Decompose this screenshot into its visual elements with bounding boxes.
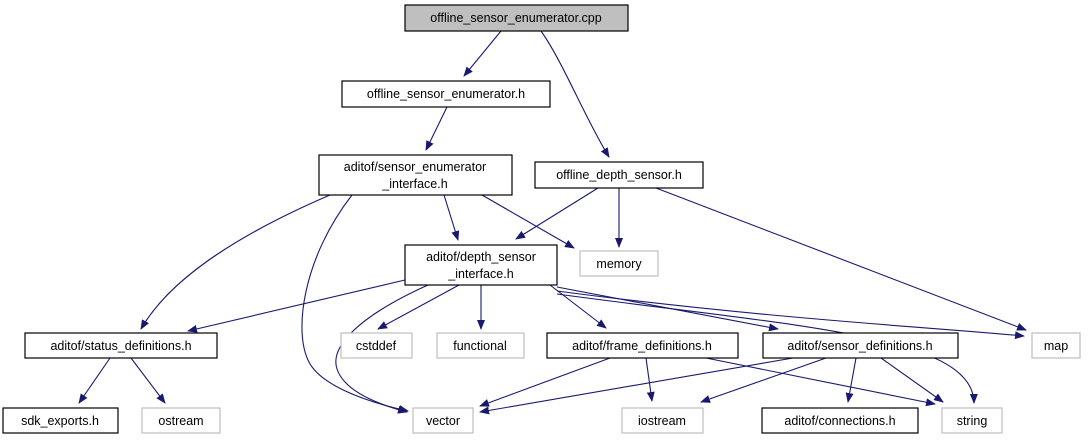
- node-box[interactable]: [318, 154, 513, 196]
- node-label: vector: [426, 414, 460, 428]
- edge-sensor-definitions-to-iostream: [700, 357, 827, 403]
- node-ostream: ostream: [141, 407, 221, 434]
- node-label: ostream: [158, 414, 203, 428]
- node-aditof-connections-h[interactable]: aditof/connections.h: [761, 407, 919, 434]
- node-box: [412, 407, 474, 434]
- edge-frame-definitions-to-iostream: [645, 357, 655, 402]
- edge-sensor-enumerator-interface-to-memory: [481, 194, 575, 249]
- node-aditof-sensor-definitions-h[interactable]: aditof/sensor_definitions.h: [762, 332, 959, 359]
- node-offline-sensor-enumerator-h[interactable]: offline_sensor_enumerator.h: [341, 80, 551, 108]
- node-box: [141, 407, 221, 434]
- node-box: [404, 4, 629, 32]
- node-memory: memory: [579, 250, 659, 277]
- node-label: offline_depth_sensor.h: [556, 168, 682, 182]
- edge-depth-sensor-interface-to-cstddef: [377, 284, 460, 330]
- node-label: map: [1044, 339, 1068, 353]
- node-box: [1031, 332, 1081, 359]
- edge-status-definitions-to-ostream: [130, 357, 166, 404]
- node-box[interactable]: [534, 161, 704, 189]
- edge-sensor-enumerator-interface-to-status-definitions: [140, 194, 331, 330]
- node-label-line1: aditof/depth_sensor: [426, 250, 536, 264]
- node-box[interactable]: [24, 332, 218, 359]
- node-box: [436, 332, 525, 359]
- node-label: aditof/connections.h: [784, 414, 895, 428]
- node-label: iostream: [638, 414, 686, 428]
- edge-sensor-definitions-to-vector: [479, 357, 794, 415]
- node-box[interactable]: [761, 407, 919, 434]
- node-offline-depth-sensor-h[interactable]: offline_depth_sensor.h: [534, 161, 704, 189]
- node-aditof-sensor-enumerator-interface-h[interactable]: aditof/sensor_enumerator _interface.h: [318, 154, 513, 196]
- node-box: [941, 407, 1003, 434]
- node-vector: vector: [412, 407, 474, 434]
- node-cstddef: cstddef: [340, 332, 413, 359]
- node-label: memory: [596, 257, 642, 271]
- node-box: [579, 250, 659, 277]
- node-box[interactable]: [2, 407, 119, 434]
- node-label-line2: _interface.h: [381, 177, 447, 191]
- edge-depth-sensor-interface-to-status-definitions: [187, 279, 406, 333]
- edge-sensor-enumerator-interface-to-vector: [301, 194, 409, 413]
- node-label: aditof/frame_definitions.h: [572, 339, 712, 353]
- node-box: [340, 332, 413, 359]
- edge-status-definitions-to-sdk-exports: [78, 357, 111, 404]
- edge-offline-depth-sensor-to-map: [655, 187, 1027, 331]
- edge-offline-depth-sensor-to-depth-sensor-interface: [515, 187, 599, 240]
- edge-cpp-to-offline-depth-sensor-h: [540, 30, 610, 158]
- edge-cpp-to-offline-sensor-enumerator-h: [463, 30, 502, 77]
- node-label-line1: aditof/sensor_enumerator: [344, 160, 486, 174]
- edge-offline-sensor-enumerator-h-to-sensor-enumerator-interface-h: [425, 106, 448, 151]
- edge-depth-sensor-interface-to-map: [556, 290, 1025, 340]
- node-label: offline_sensor_enumerator.h: [367, 87, 525, 101]
- graph-nodes: offline_sensor_enumerator.cpp offline_se…: [2, 4, 1081, 434]
- node-aditof-frame-definitions-h[interactable]: aditof/frame_definitions.h: [546, 332, 739, 359]
- node-string: string: [941, 407, 1003, 434]
- node-functional: functional: [436, 332, 525, 359]
- node-label: sdk_exports.h: [21, 414, 99, 428]
- edge-sensor-definitions-to-connections: [845, 357, 857, 403]
- node-box[interactable]: [404, 244, 558, 286]
- node-map: map: [1031, 332, 1081, 359]
- node-sdk-exports-h[interactable]: sdk_exports.h: [2, 407, 119, 434]
- edge-sensor-definitions-to-string: [880, 357, 944, 403]
- edge-frame-definitions-to-string: [705, 357, 936, 407]
- node-label-line2: _interface.h: [447, 267, 513, 281]
- node-aditof-status-definitions-h[interactable]: aditof/status_definitions.h: [24, 332, 218, 359]
- edge-depth-sensor-interface-to-vector: [335, 284, 429, 414]
- edge-depth-sensor-interface-to-frame-definitions: [549, 284, 607, 329]
- node-offline-sensor-enumerator-cpp: offline_sensor_enumerator.cpp: [404, 4, 629, 32]
- node-box[interactable]: [762, 332, 959, 359]
- node-label: aditof/sensor_definitions.h: [787, 339, 932, 353]
- node-iostream: iostream: [621, 407, 704, 434]
- node-box: [621, 407, 704, 434]
- node-box[interactable]: [546, 332, 739, 359]
- node-label: aditof/status_definitions.h: [50, 339, 191, 353]
- edge-sensor-enumerator-interface-to-depth-sensor-interface: [443, 194, 460, 241]
- node-aditof-depth-sensor-interface-h[interactable]: aditof/depth_sensor _interface.h: [404, 244, 558, 286]
- node-label: functional: [453, 339, 507, 353]
- node-label: offline_sensor_enumerator.cpp: [430, 11, 601, 25]
- node-label: cstddef: [356, 339, 397, 353]
- node-box[interactable]: [341, 80, 551, 108]
- edge-frame-definitions-to-vector: [479, 357, 611, 407]
- node-label: string: [957, 414, 988, 428]
